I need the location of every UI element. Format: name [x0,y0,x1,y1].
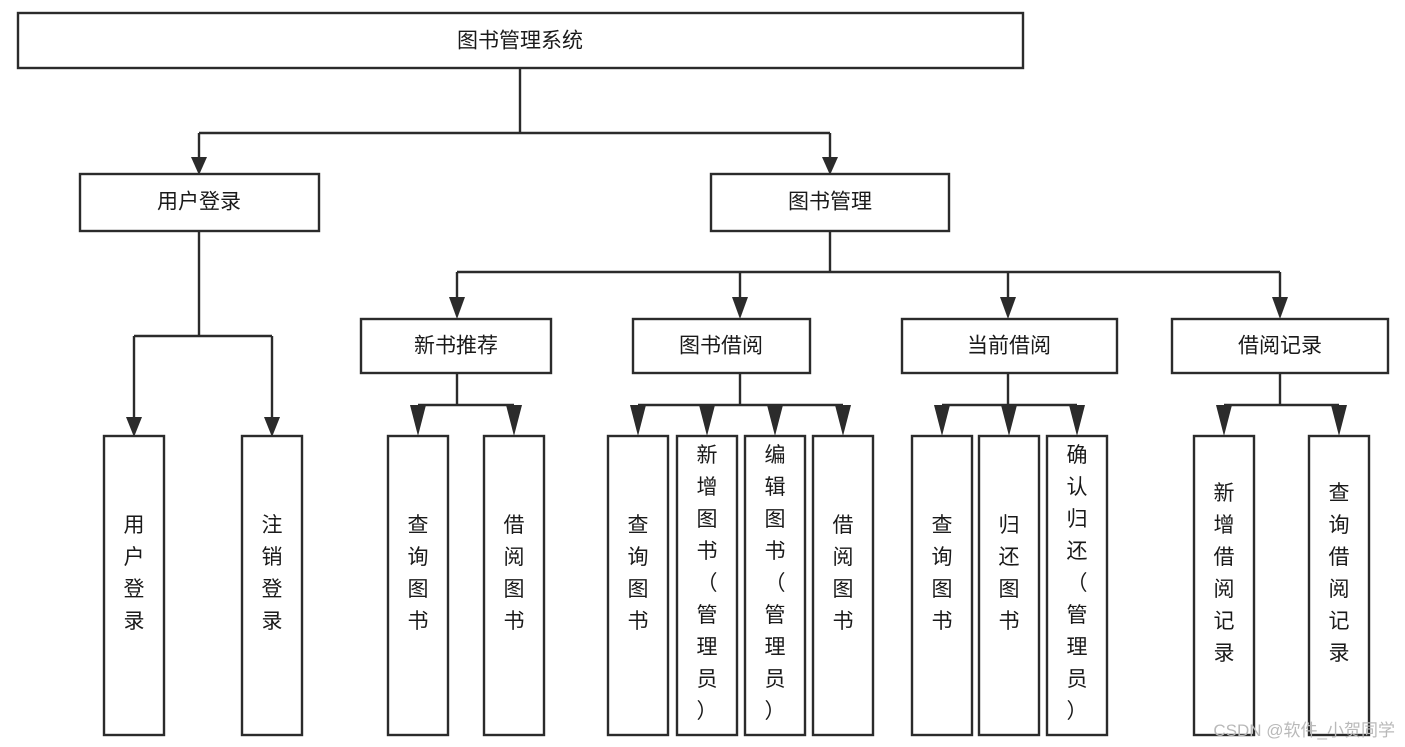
node-leaf-logout-box[interactable] [240,434,304,737]
node-leaf-user-login-label: 用户登录 [124,514,145,633]
node-leaf-edit-book-box[interactable] [743,434,807,737]
node-book-borrow-box[interactable] [631,317,812,375]
node-new-book-rec[interactable]: 新书推荐 [359,317,553,375]
node-leaf-return-book[interactable]: 归还图书 [977,434,1041,737]
node-leaf-add-record[interactable]: 新增借阅记录 [1192,434,1256,737]
arrow-head-leaf-confirm-return [1069,405,1085,436]
connector-group-borrow-record [1216,373,1347,436]
node-book-borrow[interactable]: 图书借阅 [631,317,812,375]
node-leaf-edit-book[interactable]: 编辑图书（管理员） [743,434,807,737]
node-user-login[interactable]: 用户登录 [78,172,321,233]
node-leaf-query-record-box[interactable] [1307,434,1371,737]
node-book-borrow-label: 图书借阅 [679,335,763,358]
node-leaf-add-book-box[interactable] [675,434,739,737]
node-root[interactable]: 图书管理系统 [16,11,1025,70]
arrow-head-leaf-add-record [1216,405,1232,436]
node-borrow-record[interactable]: 借阅记录 [1170,317,1390,375]
node-leaf-add-record-box[interactable] [1192,434,1256,737]
node-root-label: 图书管理系统 [457,30,583,53]
arrow-head-leaf-logout [264,417,280,437]
node-leaf-edit-book-label: 编辑图书（管理员） [765,444,786,723]
node-leaf-confirm-return[interactable]: 确认归还（管理员） [1045,434,1109,737]
node-leaf-query-book-3-box[interactable] [910,434,974,737]
node-leaf-borrow-book-2-label: 借阅图书 [833,514,854,633]
node-current-borrow[interactable]: 当前借阅 [900,317,1119,375]
node-leaf-logout-label: 注销登录 [262,514,283,633]
node-leaf-query-record-label: 查询借阅记录 [1329,482,1350,665]
node-leaf-borrow-book-2-box[interactable] [811,434,875,737]
arrow-head-new-book-rec [449,297,465,319]
node-borrow-record-box[interactable] [1170,317,1390,375]
connector-group-root [191,68,838,175]
node-leaf-query-book-1-label: 查询图书 [408,514,429,633]
node-borrow-record-label: 借阅记录 [1238,335,1322,358]
node-leaf-add-record-label: 新增借阅记录 [1214,482,1235,665]
connector-group-user-login [126,231,280,437]
node-leaf-query-book-2-label: 查询图书 [628,514,649,633]
connector-group-book-borrow [630,373,851,436]
node-book-mgmt[interactable]: 图书管理 [709,172,951,233]
node-new-book-rec-box[interactable] [359,317,553,375]
arrow-head-leaf-query-record [1331,405,1347,436]
node-book-mgmt-label: 图书管理 [788,191,872,214]
node-new-book-rec-label: 新书推荐 [414,335,498,358]
node-leaf-borrow-book-1-box[interactable] [482,434,546,737]
arrow-head-leaf-borrow-book-2 [835,405,851,436]
node-user-login-label: 用户登录 [157,191,241,214]
arrow-head-book-borrow [732,297,748,319]
arrow-head-leaf-query-book-3 [934,405,950,436]
connector-group-current-borrow [934,373,1085,436]
connector-group-book-mgmt [449,231,1288,319]
arrow-head-leaf-query-book-2 [630,405,646,436]
node-current-borrow-box[interactable] [900,317,1119,375]
connector-group-new-book-rec [410,373,522,436]
arrow-head-leaf-return-book [1001,405,1017,436]
node-leaf-user-login[interactable]: 用户登录 [102,434,166,737]
arrow-head-borrow-record [1272,297,1288,319]
node-user-login-box[interactable] [78,172,321,233]
arrow-head-leaf-edit-book [767,405,783,436]
node-leaf-return-book-label: 归还图书 [999,514,1020,633]
node-leaf-confirm-return-label: 确认归还（管理员） [1067,444,1088,723]
node-leaf-add-book-label: 新增图书（管理员） [697,444,718,723]
node-leaf-query-book-1-box[interactable] [386,434,450,737]
arrow-head-leaf-borrow-book-1 [506,405,522,436]
node-leaf-borrow-book-1[interactable]: 借阅图书 [482,434,546,737]
node-leaf-query-book-3[interactable]: 查询图书 [910,434,974,737]
node-leaf-query-book-2-box[interactable] [606,434,670,737]
arrow-head-user-login [191,157,207,175]
node-leaf-borrow-book-2[interactable]: 借阅图书 [811,434,875,737]
node-book-mgmt-box[interactable] [709,172,951,233]
node-leaf-query-book-2[interactable]: 查询图书 [606,434,670,737]
arrow-head-leaf-add-book [699,405,715,436]
node-leaf-add-book[interactable]: 新增图书（管理员） [675,434,739,737]
node-current-borrow-label: 当前借阅 [967,335,1051,358]
node-root-box[interactable] [16,11,1025,70]
arrow-head-book-mgmt [822,157,838,175]
arrow-head-current-borrow [1000,297,1016,319]
node-leaf-borrow-book-1-label: 借阅图书 [504,514,525,633]
node-leaf-logout[interactable]: 注销登录 [240,434,304,737]
node-leaf-query-record[interactable]: 查询借阅记录 [1307,434,1371,737]
node-leaf-query-book-3-label: 查询图书 [932,514,953,633]
node-leaf-query-book-1[interactable]: 查询图书 [386,434,450,737]
arrow-head-leaf-user-login [126,417,142,437]
node-leaf-user-login-box[interactable] [102,434,166,737]
node-leaf-confirm-return-box[interactable] [1045,434,1109,737]
node-leaf-return-book-box[interactable] [977,434,1041,737]
arrow-head-leaf-query-book-1 [410,405,426,436]
